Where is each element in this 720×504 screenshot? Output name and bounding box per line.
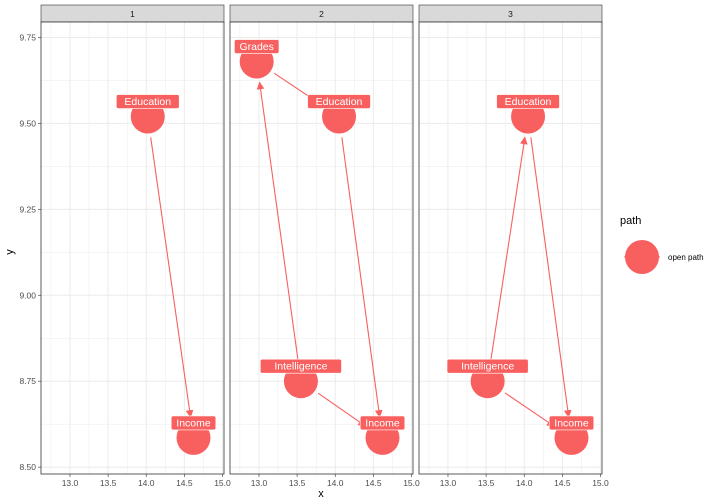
x-tick-label: 14.0	[327, 478, 344, 488]
panel-background	[41, 22, 224, 474]
node-label-intelligence: Intelligence	[461, 361, 514, 373]
x-tick-label: 15.0	[592, 478, 609, 488]
node-label-education: Education	[124, 96, 171, 108]
edge-intelligence-to-education	[490, 136, 528, 361]
facet-panels: 8.50 8.75 9.00 9.25 9.50 9.75 1 13.0 13.5 14.0 14.…	[19, 4, 609, 488]
x-tick-label: 13.5	[289, 478, 306, 488]
edge-education-to-income	[341, 137, 383, 418]
node-label-box	[170, 415, 217, 431]
node-label-income: Income	[176, 417, 211, 429]
y-tick-label: 9.00	[19, 290, 36, 300]
panel-background	[230, 22, 413, 474]
panel-border	[40, 21, 225, 475]
x-tick-label: 15.0	[403, 478, 420, 488]
x-tick-label: 13.0	[251, 478, 268, 488]
facet-strip-label: 3	[508, 9, 513, 19]
node-label-education: Education	[316, 96, 363, 108]
node-label-box	[359, 415, 406, 431]
edge-education-to-income	[150, 137, 194, 418]
edge-intelligence-to-income	[504, 392, 555, 427]
x-tick-label: 14.5	[176, 478, 193, 488]
node-label-income: Income	[365, 417, 400, 429]
node-label-box	[234, 39, 280, 54]
x-tick-label: 13.5	[478, 478, 495, 488]
node-label-box	[548, 415, 595, 431]
legend: path open path	[620, 215, 704, 274]
y-axis-label: y	[4, 249, 16, 255]
edge-intelligence-to-grades	[256, 81, 299, 361]
facet-strip-label: 2	[319, 9, 324, 19]
x-tick-label: 14.0	[516, 478, 533, 488]
y-tick-label: 9.50	[19, 118, 36, 128]
node-label-grades: Grades	[239, 41, 273, 53]
legend-title: path	[620, 215, 641, 227]
panel-border	[418, 21, 603, 475]
edge-education-to-income	[530, 137, 572, 418]
node-label-box	[116, 94, 180, 109]
panel-background	[419, 22, 602, 474]
node-label-box	[307, 94, 371, 109]
edge-intelligence-to-income	[317, 392, 366, 427]
x-axis-label: x	[318, 488, 324, 500]
facet-panel-2: 2 13.0 13.5 14.0 14.5 15.0 GradesEducationInte…	[229, 4, 420, 488]
node-label-box	[260, 358, 342, 374]
x-tick-label: 13.0	[440, 478, 457, 488]
x-tick-label: 14.0	[138, 478, 155, 488]
legend-key-circle	[625, 240, 659, 274]
y-tick-label: 8.50	[19, 462, 36, 472]
node-label-box	[446, 358, 529, 374]
facet-panel-3: 3 13.0 13.5 14.0 14.5 15.0 EducationIntelligen…	[418, 4, 609, 488]
y-tick-label: 8.75	[19, 376, 36, 386]
node-label-education: Education	[505, 96, 552, 108]
node-label-box	[496, 94, 560, 109]
legend-entry-open-path: open path	[668, 253, 704, 262]
node-label-intelligence: Intelligence	[274, 361, 327, 373]
x-tick-label: 13.5	[100, 478, 117, 488]
node-label-income: Income	[554, 417, 589, 429]
x-tick-label: 14.5	[365, 478, 382, 488]
x-tick-label: 15.0	[214, 478, 231, 488]
facet-strip-label: 1	[130, 9, 135, 19]
x-tick-label: 13.0	[62, 478, 79, 488]
panel-border	[229, 21, 414, 475]
y-tick-label: 9.25	[19, 204, 36, 214]
y-tick-label: 9.75	[19, 32, 36, 42]
x-tick-label: 14.5	[554, 478, 571, 488]
